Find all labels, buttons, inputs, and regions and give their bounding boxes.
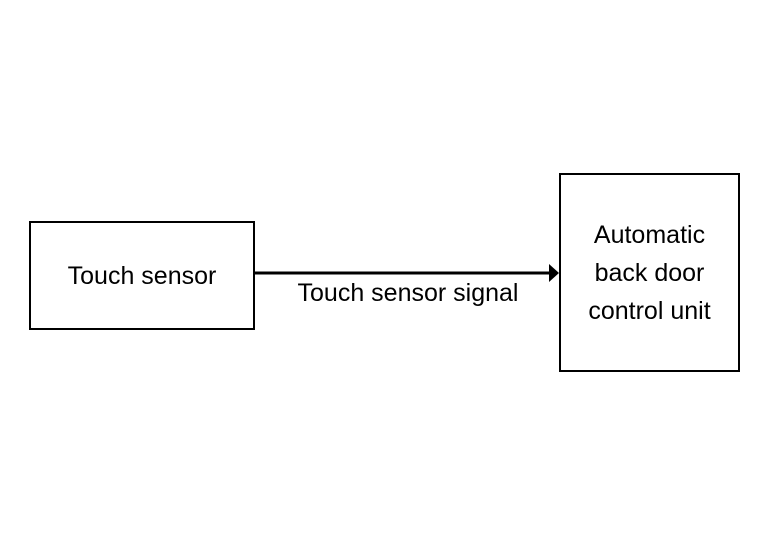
node-touch-sensor-label: Touch sensor xyxy=(67,261,217,290)
node-control-unit-label: Automatic back door control unit xyxy=(588,220,711,325)
node-control-unit[interactable]: Automatic back door control unit xyxy=(559,173,740,372)
edge-label-touch-sensor-signal: Touch sensor signal xyxy=(297,279,519,307)
node-touch-sensor[interactable]: Touch sensor xyxy=(29,221,255,330)
